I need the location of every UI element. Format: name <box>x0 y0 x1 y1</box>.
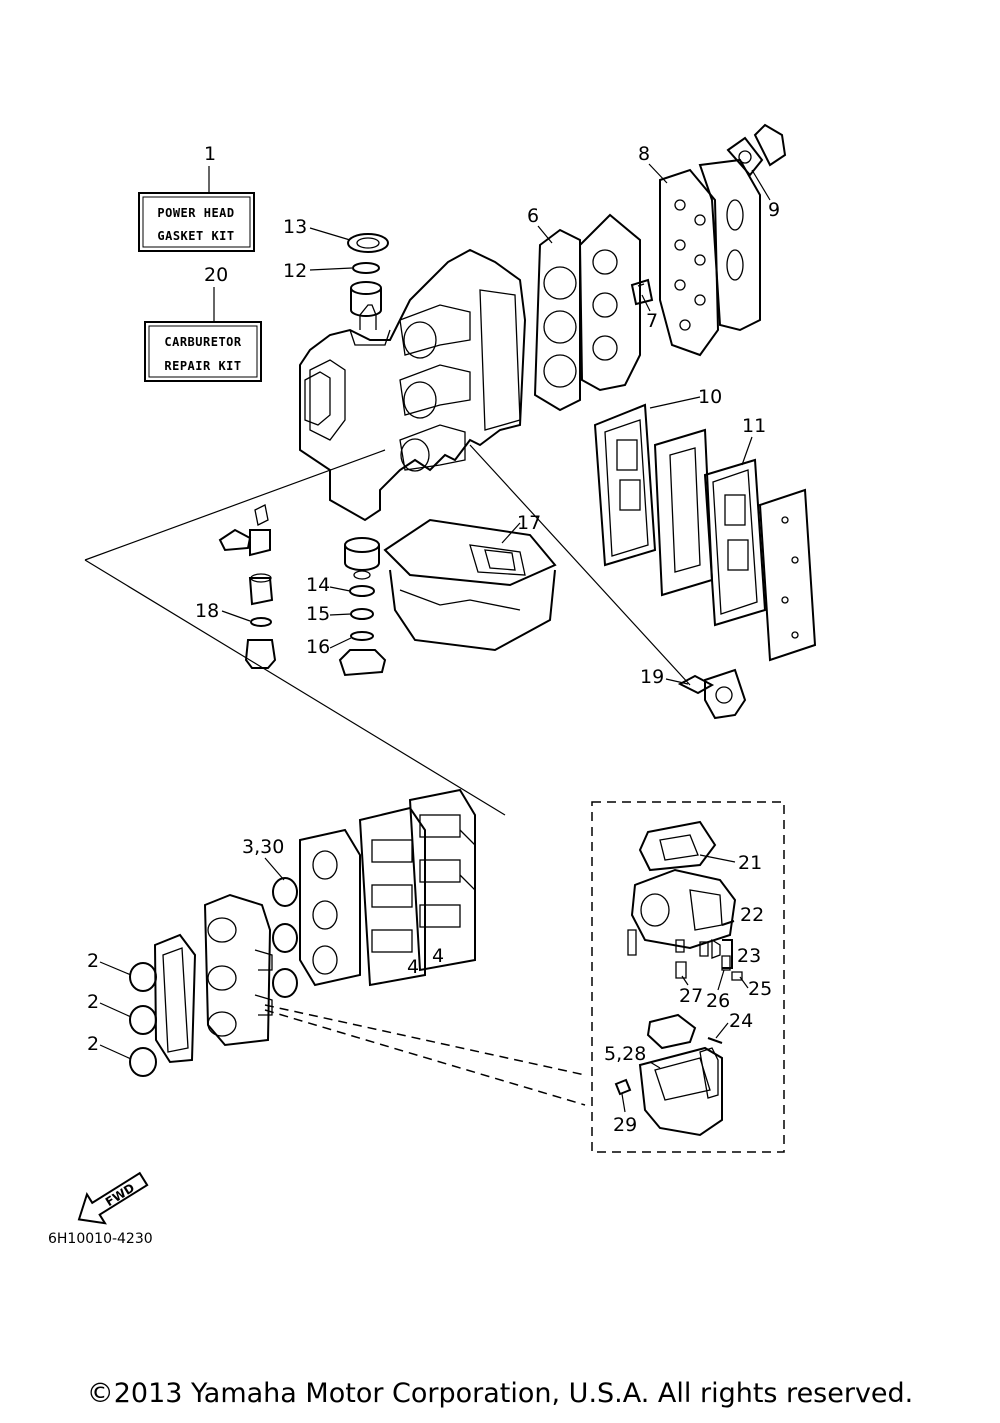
float-pin-24 <box>707 1037 723 1044</box>
exhaust-cover-gasket-11 <box>703 458 767 627</box>
part-number-2-b: 2 <box>87 991 99 1013</box>
diagram-code: 6H10010-4230 <box>48 1231 153 1247</box>
seal-14 <box>349 585 375 597</box>
carburetor-gasket <box>153 933 197 1064</box>
part-number-24: 24 <box>729 1010 753 1032</box>
cylinder-head-gasket-6 <box>533 228 581 412</box>
part-number-14: 14 <box>306 574 330 596</box>
needle-jet-22 <box>721 920 735 926</box>
guide-line-2 <box>84 559 506 816</box>
enrichener-cap <box>244 639 277 669</box>
o-ring-16 <box>350 631 374 641</box>
float <box>646 1013 697 1050</box>
bearing-upper <box>350 281 382 317</box>
exhaust-gasket-10 <box>593 403 657 567</box>
bearing-lower <box>344 537 380 571</box>
part-number-18: 18 <box>195 600 219 622</box>
power-head-kit-line2: GASKET KIT <box>157 229 234 243</box>
carburetor-kit-line1: CARBURETOR <box>164 335 242 349</box>
gaskets-2 <box>129 962 157 1077</box>
drain-screw-29 <box>614 1078 632 1096</box>
float-chamber-5-28 <box>638 1046 723 1137</box>
fuel-pump <box>704 668 747 720</box>
bolt-7 <box>630 278 654 306</box>
oil-seal-housing <box>338 649 387 677</box>
part-number-21: 21 <box>738 852 762 874</box>
head-cover-gasket-8 <box>659 168 720 357</box>
copyright-notice: ©2013 Yamaha Motor Corporation, U.S.A. A… <box>86 1378 914 1409</box>
part-number-9: 9 <box>768 199 780 221</box>
fuel-pump-gasket-19 <box>677 674 715 695</box>
guide-line-3 <box>469 444 691 686</box>
cylinder-block-drawing <box>299 248 527 522</box>
forward-arrow-icon: FWD <box>77 1171 149 1225</box>
exhaust-outer-cover <box>758 488 817 662</box>
part-number-29: 29 <box>613 1114 637 1136</box>
part-number-3-30: 3,30 <box>242 836 284 858</box>
lower-casing <box>389 569 556 652</box>
part-number-1: 1 <box>204 143 216 165</box>
cylinder-head <box>578 213 641 392</box>
power-head-kit-line1: POWER HEAD <box>157 206 234 220</box>
part-number-8: 8 <box>638 143 650 165</box>
part-number-10: 10 <box>698 386 722 408</box>
o-ring-18 <box>250 617 272 627</box>
part-number-16: 16 <box>306 636 330 658</box>
part-number-27: 27 <box>679 985 703 1007</box>
intake-spacer <box>299 828 361 987</box>
part-number-2-a: 2 <box>87 950 99 972</box>
part-number-2-c: 2 <box>87 1033 99 1055</box>
detail-leader-2 <box>264 1009 586 1106</box>
carburetor-repair-kit-box: 20 CARBURETOR REPAIR KIT <box>144 264 262 382</box>
part-number-20: 20 <box>204 264 228 286</box>
part-number-5-28: 5,28 <box>604 1043 646 1065</box>
part-number-25: 25 <box>748 978 772 1000</box>
part-number-4-left: 4 <box>407 956 419 978</box>
part-number-6: 6 <box>527 205 539 227</box>
o-ring-12 <box>352 262 380 274</box>
carburetor-top-21 <box>638 820 717 872</box>
reed-valve-assemblies <box>358 788 476 987</box>
circlip <box>353 570 371 580</box>
part-number-7: 7 <box>646 310 658 332</box>
part-number-23: 23 <box>737 945 761 967</box>
seal-15 <box>350 608 374 620</box>
part-number-11: 11 <box>742 415 766 437</box>
part-number-12: 12 <box>283 260 307 282</box>
gaskets-3-30 <box>272 877 298 998</box>
part-number-4-right: 4 <box>432 945 444 967</box>
carburetor-kit-line2: REPAIR KIT <box>164 359 241 373</box>
carburetor-detail-box <box>591 801 785 1153</box>
oil-seal-13 <box>347 233 389 253</box>
part-number-15: 15 <box>306 603 330 625</box>
cylinder-head-cover <box>698 158 761 332</box>
power-head-gasket-kit-box: 1 POWER HEAD GASKET KIT <box>138 143 255 252</box>
part-number-13: 13 <box>283 216 307 238</box>
carburetor-bodies <box>203 893 273 1047</box>
guide-line-1 <box>84 449 386 561</box>
enrichener-valve-assy <box>218 504 274 606</box>
part-number-22: 22 <box>740 904 764 926</box>
pilot-screw-23 <box>699 938 733 969</box>
part-number-26: 26 <box>706 990 730 1012</box>
base-gasket-17 <box>383 518 557 587</box>
detail-leader-1 <box>264 1004 586 1076</box>
part-number-19: 19 <box>640 666 664 688</box>
thermostat-gasket-9 <box>726 123 787 177</box>
part-number-17: 17 <box>517 512 541 534</box>
carburetor-body-detail <box>630 868 737 950</box>
